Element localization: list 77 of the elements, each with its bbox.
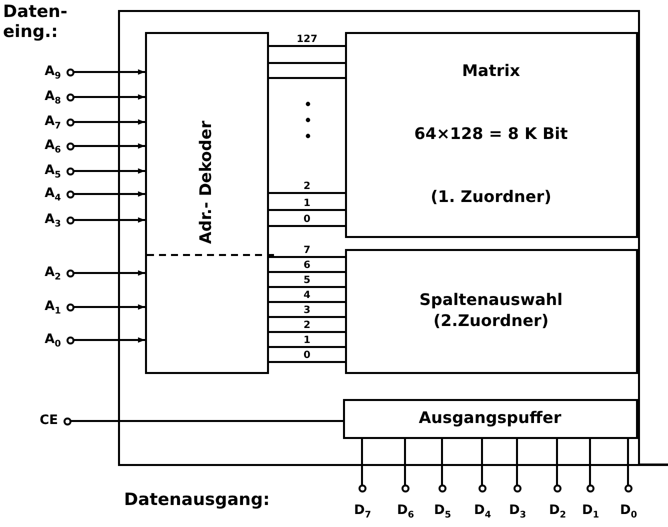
block-box (342, 398, 638, 438)
edge-label: 7 (302, 246, 312, 256)
block-title: Ausgangspuffer (418, 408, 562, 429)
pin-label: A$_{0}$ (44, 333, 61, 350)
pin-label: A$_{6}$ (44, 139, 61, 156)
pin-label: D$_{3}$ (509, 504, 526, 521)
edge-label: 5 (302, 276, 312, 286)
connector-line (269, 316, 345, 318)
connector-line (269, 286, 345, 288)
connector-line (269, 271, 345, 273)
pin-label: A$_{7}$ (44, 115, 61, 132)
connector-line (404, 439, 406, 485)
caption-text: Datenausgang: (124, 490, 271, 510)
chip-outline (118, 10, 640, 466)
pin-label: D$_{4}$ (474, 504, 492, 521)
block-title: Matrix (462, 60, 520, 82)
decoder-box (144, 32, 268, 374)
edge-label: 1 (302, 336, 312, 346)
edge-label: 2 (302, 321, 312, 331)
pin-label: D$_{1}$ (582, 504, 600, 521)
connector-line (269, 301, 345, 303)
connector-line (269, 331, 345, 333)
connector-line (481, 439, 483, 485)
connector-line (441, 439, 443, 485)
connector-line (71, 420, 343, 422)
edge-label: 0 (302, 351, 312, 361)
arrow (74, 337, 145, 343)
pin-label: CE (40, 414, 58, 427)
block-title: Spaltenauswahl (2.Zuordner) (418, 290, 564, 332)
pin-label: D$_{7}$ (354, 504, 372, 521)
edge-label: 127 (296, 35, 318, 45)
arrow (74, 217, 145, 223)
edge-label: 6 (302, 261, 312, 271)
block-box (344, 248, 638, 374)
edge-label: 3 (302, 306, 312, 316)
edge-label: 2 (302, 182, 312, 192)
arrow (74, 94, 145, 100)
arrow (74, 168, 145, 174)
pin-label: A$_{5}$ (44, 164, 61, 181)
arrow (74, 69, 145, 75)
pin-label: D$_{0}$ (620, 504, 638, 521)
block-box (344, 32, 638, 238)
pin-label: D$_{2}$ (549, 504, 566, 521)
connector-line (269, 361, 345, 363)
pin-label: A$_{1}$ (44, 300, 61, 317)
edge-label: 4 (302, 291, 312, 301)
connector-line (269, 77, 345, 79)
connector-line (269, 256, 345, 258)
connector-line (269, 192, 345, 194)
block-title: Adr.- Dekoder (196, 120, 216, 244)
pin-label: A$_{3}$ (44, 213, 61, 230)
connector-line (516, 439, 518, 485)
connector-line (269, 346, 345, 348)
pin-label: A$_{2}$ (44, 266, 61, 283)
connector-line (269, 225, 345, 227)
connector-line (269, 45, 345, 47)
connector-line (269, 62, 345, 64)
arrow (74, 304, 145, 310)
connector-line (589, 439, 591, 485)
pin-label: A$_{9}$ (44, 65, 61, 82)
connector-line (627, 439, 629, 485)
edge-label: 0 (302, 215, 312, 225)
arrow (74, 119, 145, 125)
connector-line (361, 439, 363, 485)
pin-label: D$_{6}$ (397, 504, 414, 521)
caption-text: Daten- eing.: (3, 2, 68, 43)
pin-label: A$_{4}$ (44, 187, 61, 204)
block-text: 64×128 = 8 K Bit (414, 124, 568, 145)
connector-line (556, 439, 558, 485)
arrow (74, 191, 145, 197)
pin-label: A$_{8}$ (44, 90, 61, 107)
edge-label: 1 (302, 199, 312, 209)
arrow (74, 143, 145, 149)
block-text: (1. Zuordner) (430, 187, 552, 208)
connector-line (269, 209, 345, 211)
arrow (74, 270, 145, 276)
pin-label: D$_{5}$ (434, 504, 452, 521)
